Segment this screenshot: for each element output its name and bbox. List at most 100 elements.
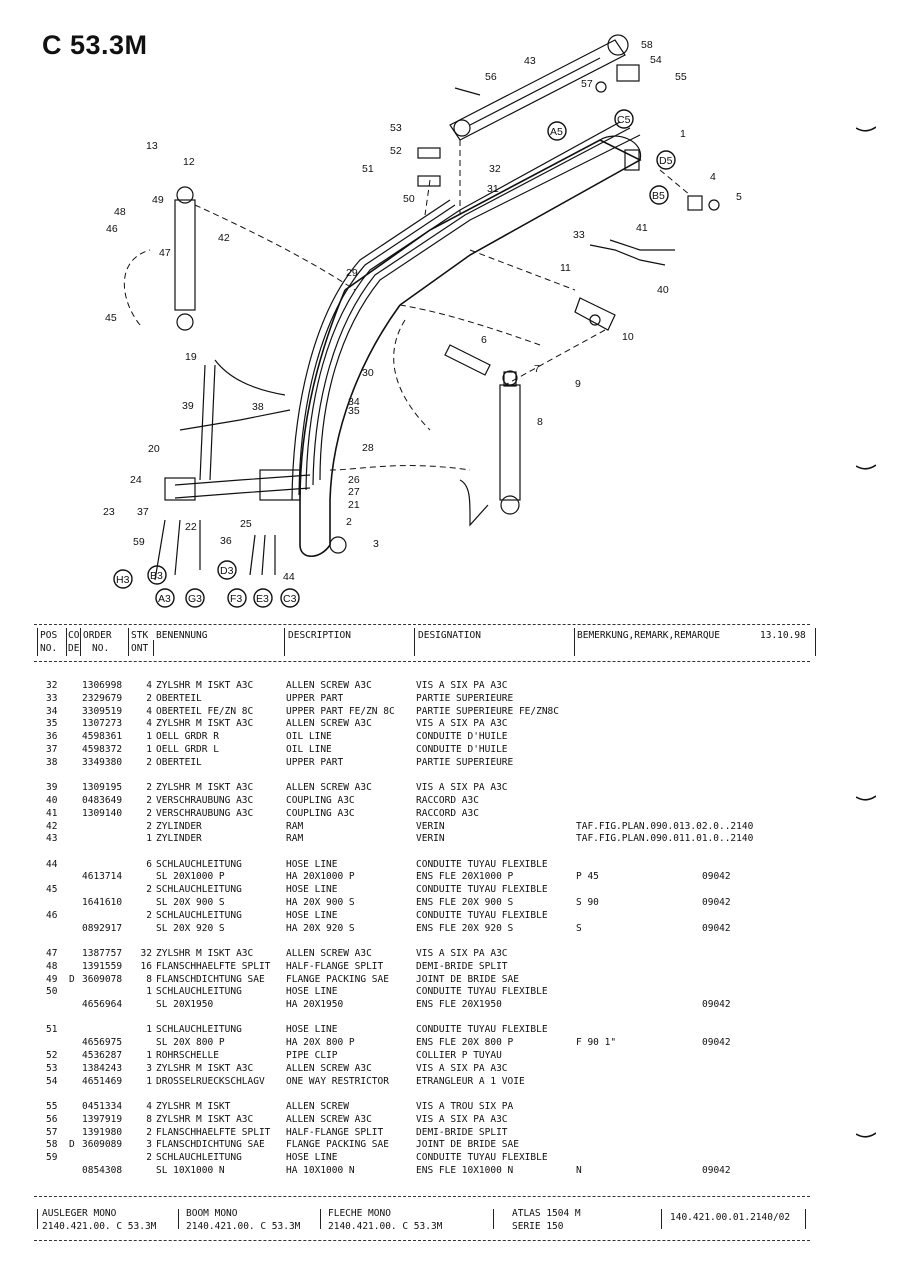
callout-47: 47: [159, 247, 171, 259]
benennung-cell: OBERTEIL: [156, 692, 202, 704]
order-number-cell: 4651469: [82, 1075, 123, 1087]
callout-29: 29: [346, 267, 358, 279]
pos-cell: 50: [46, 986, 58, 998]
designation-cell: JOINT DE BRIDE SAE: [416, 973, 519, 985]
designation-cell: CONDUITE TUYAU FLEXIBLE: [416, 986, 548, 998]
order-number-cell: 0451334: [82, 1100, 123, 1112]
callout-d3: D3: [220, 565, 234, 577]
description-cell: OIL LINE: [286, 744, 332, 755]
callout-9: 9: [575, 378, 581, 390]
date-code-cell: 09042: [702, 999, 731, 1011]
scan-mark: [856, 126, 876, 132]
quantity-cell: 1: [146, 1024, 152, 1036]
callout-h3: H3: [116, 574, 130, 586]
description-cell: HOSE LINE: [286, 909, 338, 921]
order-number-cell: 0892917: [82, 922, 123, 934]
designation-cell: ETRANGLEUR A 1 VOIE: [416, 1075, 525, 1087]
description-cell: ALLEN SCREW A3C: [286, 718, 372, 730]
pos-cell: 47: [46, 947, 58, 959]
callout-b3: B3: [150, 570, 163, 582]
order-number-cell: 1397919: [82, 1113, 123, 1125]
callout-27: 27: [348, 486, 360, 498]
description-cell: ALLEN SCREW A3C: [286, 680, 372, 691]
benennung-cell: FLANSCHHAELFTE SPLIT: [156, 960, 271, 972]
quantity-cell: 1: [146, 833, 152, 845]
order-number-cell: 1391559: [82, 960, 123, 972]
quantity-cell: 4: [146, 705, 152, 717]
pos-cell: 41: [46, 807, 58, 819]
date-code-cell: 09042: [702, 871, 731, 883]
callout-23: 23: [103, 506, 115, 518]
description-cell: FLANGE PACKING SAE: [286, 973, 389, 985]
description-cell: HOSE LINE: [286, 884, 338, 896]
benennung-cell: SCHLAUCHLEITUNG: [156, 909, 242, 921]
callout-2: 2: [346, 516, 352, 528]
callout-44: 44: [283, 571, 295, 583]
callout-34: 34: [348, 396, 360, 408]
callout-56: 56: [485, 71, 497, 83]
callout-57: 57: [581, 78, 593, 90]
designation-cell: VIS A SIX PA A3C: [416, 718, 508, 730]
remark-cell: TAF.FIG.PLAN.090.011.01.0..2140: [576, 833, 754, 845]
footer-ausleger-label: AUSLEGER MONO: [42, 1208, 117, 1219]
benennung-cell: SL 20X 900 S: [156, 897, 225, 908]
pos-cell: 35: [46, 718, 58, 730]
benennung-cell: ZYLINDER: [156, 820, 202, 832]
pos-cell: 48: [46, 960, 58, 972]
pos-cell: 53: [46, 1062, 58, 1074]
benennung-cell: DROSSELRUECKSCHLAGV: [156, 1075, 265, 1087]
callout-c5: C5: [617, 114, 631, 126]
benennung-cell: SL 20X1000 P: [156, 871, 225, 883]
benennung-cell: ZYLSHR M ISKT A3C: [156, 1062, 254, 1074]
callout-48: 48: [114, 206, 126, 218]
description-cell: HA 20X1000 P: [286, 871, 355, 883]
benennung-cell: ZYLSHR M ISKT A3C: [156, 718, 254, 730]
header-rule-top: [34, 624, 810, 625]
description-cell: UPPER PART: [286, 756, 344, 768]
order-number-cell: 4613714: [82, 871, 123, 883]
description-cell: HA 20X1950: [286, 999, 344, 1011]
callout-28: 28: [362, 442, 374, 454]
pos-cell: 52: [46, 1050, 58, 1061]
description-cell: ALLEN SCREW A3C: [286, 947, 372, 959]
order-number-cell: 1307273: [82, 718, 123, 730]
header-rule-bottom: [34, 661, 810, 662]
designation-cell: COLLIER P TUYAU: [416, 1050, 502, 1061]
callout-50: 50: [403, 193, 415, 205]
designation-cell: RACCORD A3C: [416, 794, 479, 806]
quantity-cell: 2: [146, 909, 152, 921]
quantity-cell: 4: [146, 680, 152, 691]
footer-serie: SERIE 150: [512, 1221, 564, 1232]
order-number-cell: 1309140: [82, 807, 123, 819]
header-designation: DESIGNATION: [418, 630, 481, 641]
designation-cell: ENS FLE 20X 900 S: [416, 897, 514, 908]
callout-37: 37: [137, 506, 149, 518]
quantity-cell: 6: [146, 858, 152, 870]
footer-divider: [178, 1209, 179, 1229]
benennung-cell: SCHLAUCHLEITUNG: [156, 1024, 242, 1036]
quantity-cell: 2: [146, 1126, 152, 1138]
remark-cell: S: [576, 922, 582, 934]
designation-cell: CONDUITE TUYAU FLEXIBLE: [416, 909, 548, 921]
callout-53: 53: [390, 122, 402, 134]
quantity-cell: 2: [146, 782, 152, 794]
pos-cell: 39: [46, 782, 58, 794]
callout-3: 3: [373, 538, 379, 550]
pos-cell: 36: [46, 731, 58, 743]
designation-cell: ENS FLE 10X1000 N: [416, 1164, 514, 1176]
benennung-cell: OBERTEIL: [156, 756, 202, 768]
header-divider: [815, 628, 816, 656]
footer-divider: [37, 1209, 38, 1229]
callout-39: 39: [182, 400, 194, 412]
date-code-cell: 09042: [702, 897, 731, 908]
quantity-cell: 16: [140, 960, 152, 972]
quantity-cell: 3: [146, 1062, 152, 1074]
callout-55: 55: [675, 71, 687, 83]
callout-24: 24: [130, 474, 142, 486]
pos-cell: 40: [46, 794, 58, 806]
header-benennung: BENENNUNG: [156, 630, 208, 641]
header-remark: BEMERKUNG,REMARK,REMARQUE: [577, 630, 720, 641]
pos-cell: 59: [46, 1152, 58, 1164]
order-number-cell: 3609078: [82, 973, 123, 985]
designation-cell: CONDUITE TUYAU FLEXIBLE: [416, 858, 548, 870]
